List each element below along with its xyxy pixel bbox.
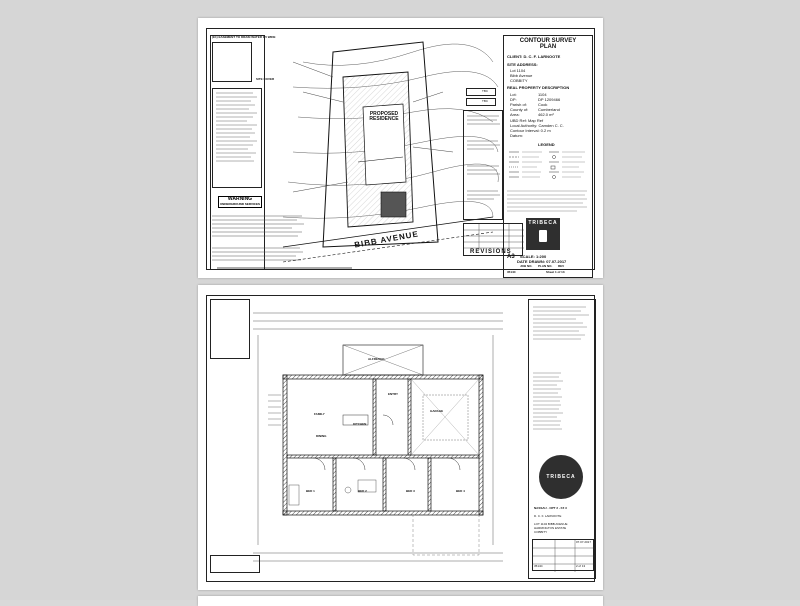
room-bed-3: BED 3	[406, 489, 415, 493]
rpd-dp-value: DP 1209466	[538, 97, 561, 102]
legend-symbols	[509, 151, 585, 179]
ubd-ref: UBD Ref: Map Ref	[510, 118, 544, 123]
notes-column	[210, 35, 265, 270]
warning-title: WARNING	[227, 196, 253, 202]
disclaimer-text	[507, 190, 587, 212]
sheet-info-grid	[533, 540, 595, 572]
tribeca-logo: TRIBECA	[539, 455, 583, 499]
rpd-county-value: Cumberland	[538, 107, 560, 112]
notes-box	[210, 299, 250, 359]
room-garage: GARAGE	[430, 409, 444, 413]
room-bed-2: BED 2	[358, 489, 367, 493]
rpd-lot-value: 1104	[538, 92, 547, 97]
notes-panel-lines	[467, 115, 500, 200]
plan-title: NASSAU - OPT 2 - FZ 3	[534, 506, 567, 510]
room-alfresco: ALFRESCO	[368, 357, 385, 361]
underground-services-label: UNDERGROUND SERVICES	[220, 202, 260, 206]
site-cover-label: SITE COVER	[256, 77, 275, 81]
date: 07.07.2017	[576, 540, 592, 544]
rpd-lot-key: Lot:	[510, 92, 517, 97]
rpd-parish-value: Cook	[538, 102, 548, 107]
page-contour-survey-plan: (E1) EASEMENT TO DRAIN WATER 1.5 WIDE SI…	[198, 18, 603, 278]
sheet-number: 2 of 13	[576, 564, 586, 568]
proposed-residence-label: PROPOSED RESIDENCE	[369, 111, 399, 122]
rpd-parish-key: Parish of:	[510, 102, 527, 107]
symbol-key	[212, 42, 252, 82]
plan-no-label: PLAN NO.	[538, 264, 553, 268]
notes-panel	[463, 110, 503, 220]
address-line-3: COBBITY	[534, 530, 548, 534]
sheet-border	[206, 295, 595, 582]
room-entry: ENTRY	[388, 392, 399, 396]
floor-plan-drawing	[253, 312, 503, 562]
rpd-area-value: 462.0 m²	[538, 112, 554, 117]
page-floor-plan: FAMILY DINING KITCHEN GARAGE BED 1 BED 2…	[198, 285, 603, 590]
tbc-box-2: TBC	[466, 98, 496, 106]
rpd-county-key: County of:	[510, 107, 529, 112]
scale: SCALE: 1:200	[520, 254, 547, 259]
revisions-table	[463, 223, 524, 256]
room-dining: DINING	[316, 434, 327, 438]
address-line-1: LOT 1104 BIBB AVENUE	[534, 522, 568, 526]
warning-box: WARNING UNDERGROUND SERVICES	[218, 196, 262, 208]
site-address-line-3: COBBITY	[510, 78, 528, 83]
date-drawn: DATE DRAWN: 07.07.2017	[517, 259, 567, 264]
revisions-label: REVISIONS	[470, 249, 512, 255]
room-kitchen: KITCHEN	[353, 422, 367, 426]
contour-interval: Contour Interval: 0.2 m	[510, 128, 551, 133]
revisions-grid	[464, 224, 524, 250]
page-next-partial	[198, 596, 603, 606]
job-number: 3514C	[534, 564, 543, 568]
warning-text-lines	[212, 215, 352, 269]
sheet-number: Sheet 1 of 13	[546, 270, 565, 274]
tbc-box-1: TBC	[466, 88, 496, 96]
tribeca-logo: TRIBECA	[526, 218, 560, 250]
legend-title: LEGEND	[538, 142, 555, 147]
rpd-dp-key: DP:	[510, 97, 517, 102]
job-number: 3514C	[507, 270, 516, 274]
room-bed-4: BED 4	[456, 489, 465, 493]
sheet-info-table	[532, 539, 595, 572]
general-notes	[212, 88, 262, 188]
client-name: D. C. F. LARNOOTE	[534, 514, 562, 518]
plan-title: CONTOUR SURVEY PLAN	[519, 38, 577, 50]
room-bed-1: BED 1	[306, 489, 315, 493]
site-address-label: SITE ADDRESS:	[507, 62, 538, 67]
sheet-border	[206, 28, 595, 270]
room-family: FAMILY	[314, 412, 325, 416]
notes-footer	[210, 555, 260, 573]
rev-label: REV	[558, 264, 565, 268]
rpd-area-key: Area:	[510, 112, 520, 117]
address-line-2: HARRINGTON ESTATE	[534, 526, 567, 530]
site-address-line-2: Bibb Avenue	[510, 73, 533, 78]
title-block	[503, 35, 593, 278]
sheet-size: A3	[507, 254, 515, 260]
rpd-label: REAL PROPERTY DESCRIPTION	[507, 85, 570, 90]
easement-note: (E1) EASEMENT TO DRAIN WATER 1.5 WIDE	[212, 35, 276, 39]
site-survey-drawing	[282, 41, 499, 263]
site-address-line-1: Lot 1104	[510, 68, 526, 73]
client-name: CLIENT: D. C. F. LARNOOTE	[507, 54, 561, 59]
notes-text-lines	[216, 92, 257, 162]
local-authority: Local Authority: Camden C. C.	[510, 123, 564, 128]
title-block	[528, 299, 596, 579]
datum: Datum:	[510, 133, 523, 138]
general-notes-text	[533, 306, 589, 430]
job-no-label: JOB NO.	[520, 264, 533, 268]
